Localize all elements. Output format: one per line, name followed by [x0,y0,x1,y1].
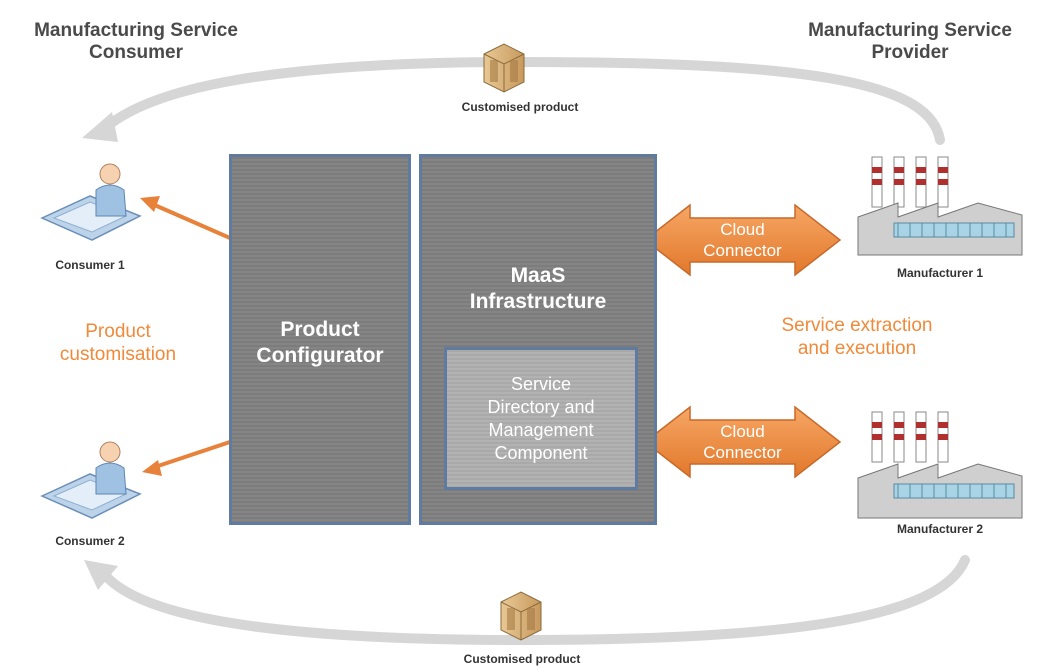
service-directory-label: Service Directory and Management Compone… [487,373,595,463]
factory-icon [857,411,1023,519]
manufacturer-1-label: Manufacturer 1 [896,266,984,280]
top-flow-label: Customised product [461,100,579,114]
factory-icon [857,156,1023,256]
product-configurator-panel: Product Configurator [229,154,411,525]
cloud-connector-arrow-2 [643,405,842,479]
consumer-person-icon [40,163,142,241]
cloud-connector-1-label: Cloud Connector [703,220,782,260]
package-icon [483,43,525,93]
cloud-connector-2-label: Cloud Connector [703,422,782,462]
maas-infrastructure-panel: MaaS Infrastructure Service Directory an… [419,154,657,525]
manufacturer-2-label: Manufacturer 2 [896,522,984,536]
package-icon [500,591,542,641]
consumer-heading: Manufacturing Service Consumer [34,20,238,63]
cloud-connector-arrow-1 [643,203,842,277]
consumer-1-label: Consumer 1 [55,258,125,272]
product-customisation-annotation: Product customisation [59,321,177,365]
bottom-flow-label: Customised product [463,652,581,666]
service-directory-box: Service Directory and Management Compone… [444,347,638,490]
product-configurator-title: Product Configurator [256,318,384,367]
maas-infrastructure-title: MaaS Infrastructure [469,264,607,313]
service-extraction-annotation: Service extraction and execution [781,315,933,359]
consumer-person-icon [40,441,142,519]
provider-heading: Manufacturing Service Provider [808,20,1012,63]
consumer-2-label: Consumer 2 [55,534,125,548]
